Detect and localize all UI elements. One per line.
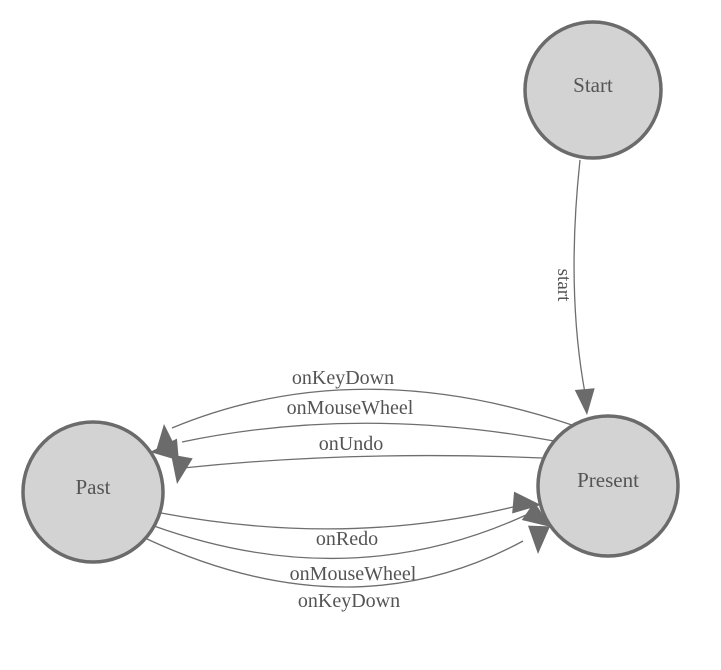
edge-past-to-present-mousewheel[interactable]: onMouseWheel: [153, 501, 557, 585]
edge-label-onmousewheel-upper: onMouseWheel: [287, 397, 414, 419]
edge-label-start: start: [553, 269, 574, 302]
edge-past-to-present-redo[interactable]: onRedo: [160, 491, 542, 550]
state-node-start[interactable]: Start: [523, 20, 663, 160]
edge-label-onkeydown-upper: onKeyDown: [292, 367, 394, 389]
edge-label-onkeydown-lower: onKeyDown: [298, 590, 400, 612]
edge-past-to-present-keydown-line[interactable]: [146, 538, 524, 588]
edge-start-to-present[interactable]: start: [553, 159, 597, 416]
arrowhead-present-to-past-undo: [171, 454, 193, 484]
arrowhead-past-to-present-redo: [512, 491, 541, 514]
arrowhead-start-to-present: [574, 388, 595, 415]
state-node-past[interactable]: Past: [21, 420, 165, 564]
edge-start-to-present-line[interactable]: [573, 159, 586, 394]
edge-present-to-past-undo[interactable]: onUndo: [166, 433, 544, 486]
state-node-past-label: Past: [75, 475, 110, 499]
state-node-start-label: Start: [573, 73, 613, 97]
edge-label-onredo: onRedo: [316, 528, 378, 550]
edge-past-to-present-redo-line[interactable]: [160, 505, 518, 530]
state-node-start-circle[interactable]: [523, 20, 663, 160]
edge-present-to-past-keydown-line[interactable]: [171, 388, 573, 429]
edge-label-onundo: onUndo: [319, 433, 383, 455]
arrowhead-past-to-present-keydown: [527, 525, 550, 554]
state-node-present-circle[interactable]: [536, 414, 680, 558]
state-node-present[interactable]: Present: [536, 414, 680, 558]
edge-label-onmousewheel-lower: onMouseWheel: [290, 563, 417, 585]
state-node-present-label: Present: [577, 468, 639, 492]
state-node-past-circle[interactable]: [21, 420, 165, 564]
edge-past-to-present-mousewheel-line[interactable]: [153, 514, 527, 560]
edge-present-to-past-mousewheel-line[interactable]: [181, 422, 555, 443]
edge-past-to-present-keydown[interactable]: onKeyDown: [146, 525, 550, 612]
edge-present-to-past-undo-line[interactable]: [182, 454, 544, 469]
arrowhead-past-to-present-mousewheel: [521, 501, 551, 527]
